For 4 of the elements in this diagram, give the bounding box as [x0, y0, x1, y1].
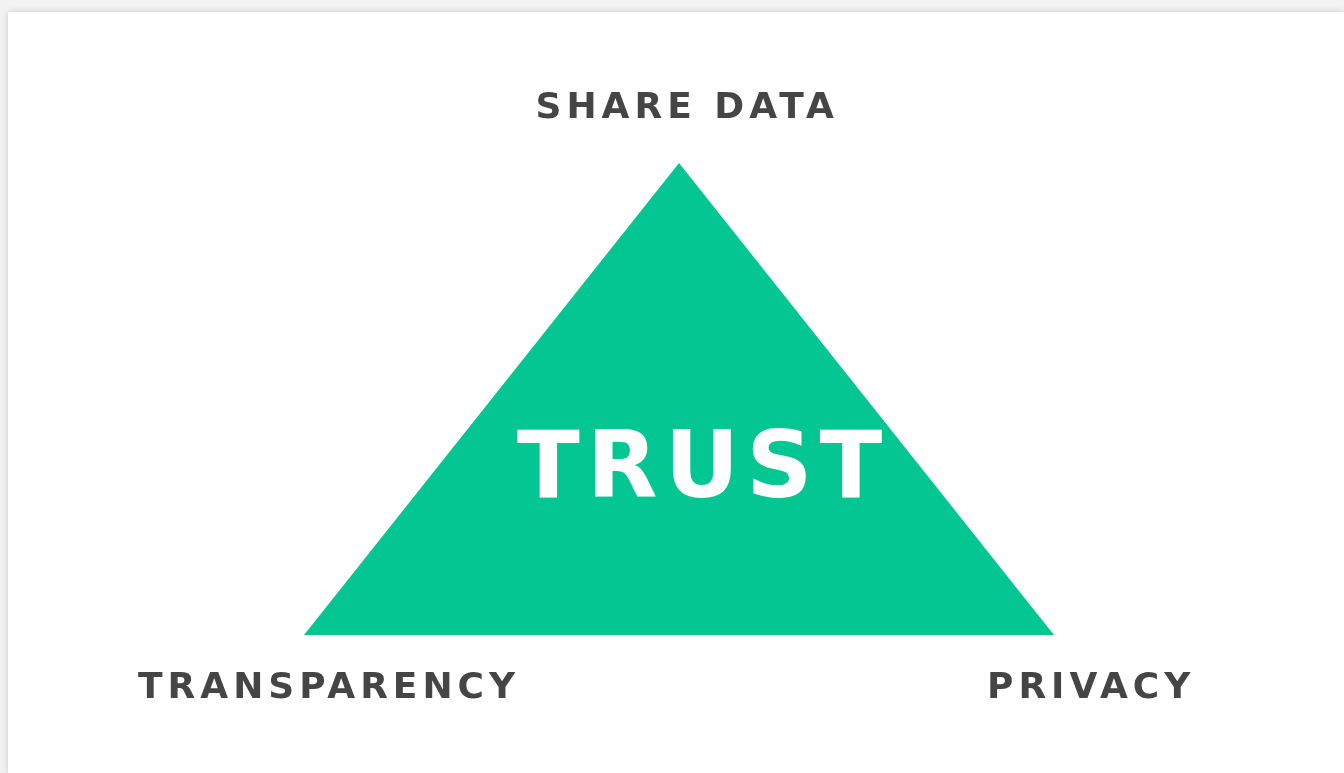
corner-label: PRIVACY	[987, 668, 1196, 704]
corner-label: TRANSPARENCY	[138, 668, 521, 704]
corner-label: SHARE DATA	[535, 88, 839, 124]
center-heading: TRUST	[517, 420, 890, 512]
